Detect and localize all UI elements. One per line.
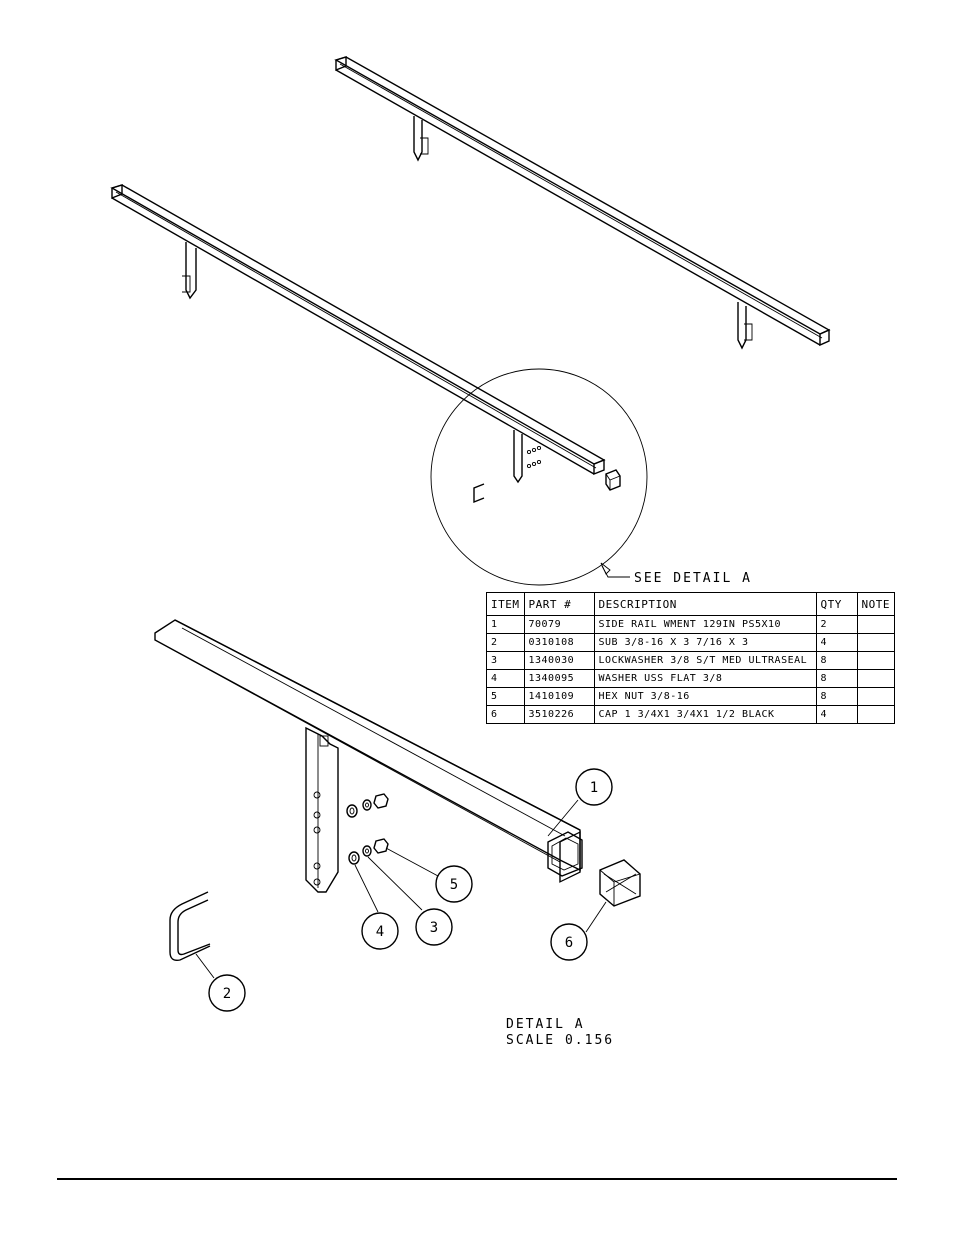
- bom-note: [856, 633, 895, 652]
- front-side-rail: [110, 184, 621, 504]
- end-cap-small: [605, 469, 621, 491]
- bom-item: 5: [486, 687, 525, 706]
- svg-text:3: 3: [430, 920, 438, 936]
- hex-nut: [373, 838, 389, 854]
- bom-header-description: DESCRIPTION: [593, 592, 817, 616]
- footer-rule: [57, 1178, 897, 1180]
- bom-header-note: NOTE: [856, 592, 895, 616]
- detail-scale: SCALE 0.156: [506, 1033, 615, 1048]
- svg-text:6: 6: [565, 935, 573, 951]
- balloon-1: 1: [575, 768, 613, 806]
- balloon-6: 6: [550, 923, 588, 961]
- u-bolt-small: [473, 483, 485, 504]
- lock-washer: [362, 845, 372, 857]
- hardware-set-upper: [346, 793, 389, 818]
- detail-rail-end: [547, 831, 583, 877]
- bom-description: LOCKWASHER 3/8 S/T MED ULTRASEAL: [593, 651, 817, 670]
- hardware-set-lower: [348, 838, 389, 865]
- bom-part: 1410109: [523, 687, 595, 706]
- bom-note: [856, 651, 895, 670]
- bom-row: 4 1340095 WASHER USS FLAT 3/8 8: [486, 669, 895, 688]
- see-detail-callout: SEE DETAIL A: [634, 571, 752, 586]
- detail-rail: [154, 619, 581, 883]
- bom-qty: 4: [815, 633, 858, 652]
- bom-item: 4: [486, 669, 525, 688]
- rear-side-rail: [334, 56, 831, 350]
- bom-description: WASHER USS FLAT 3/8: [593, 669, 817, 688]
- bom-part: 70079: [523, 615, 595, 634]
- bom-item: 2: [486, 633, 525, 652]
- balloon-3: 3: [415, 908, 453, 946]
- bom-qty: 8: [815, 651, 858, 670]
- balloon-5: 5: [435, 865, 473, 903]
- bom-part: 3510226: [523, 705, 595, 724]
- bom-item: 3: [486, 651, 525, 670]
- bom-qty: 2: [815, 615, 858, 634]
- svg-text:1: 1: [590, 780, 598, 796]
- bom-description: HEX NUT 3/8-16: [593, 687, 817, 706]
- detail-circle: [430, 368, 648, 586]
- bom-note: [856, 669, 895, 688]
- detail-caption: DETAIL A SCALE 0.156: [506, 1017, 614, 1049]
- bom-row: 3 1340030 LOCKWASHER 3/8 S/T MED ULTRASE…: [486, 651, 895, 670]
- bom-part: 1340030: [523, 651, 595, 670]
- bom-row: 6 3510226 CAP 1 3/4X1 3/4X1 1/2 BLACK 4: [486, 705, 895, 724]
- front-rail-bracket-1: [182, 242, 197, 300]
- bom-note: [856, 615, 895, 634]
- balloon-4: 4: [361, 912, 399, 950]
- rear-rail-bracket-2: [737, 302, 753, 350]
- u-bolt: [169, 891, 211, 962]
- bom-part: 1340095: [523, 669, 595, 688]
- bom-part: 0310108: [523, 633, 595, 652]
- flat-washer: [348, 851, 360, 865]
- svg-text:4: 4: [376, 924, 384, 940]
- bom-header-qty: QTY: [815, 592, 858, 616]
- bom-description: SUB 3/8-16 X 3 7/16 X 3: [593, 633, 817, 652]
- bom-row: 5 1410109 HEX NUT 3/8-16 8: [486, 687, 895, 706]
- bom-qty: 4: [815, 705, 858, 724]
- detail-bracket: [305, 726, 339, 893]
- bom-item: 6: [486, 705, 525, 724]
- bom-header-row: ITEM PART # DESCRIPTION QTY NOTE: [486, 592, 895, 616]
- balloon-2: 2: [208, 974, 246, 1012]
- bom-header-item: ITEM: [486, 592, 525, 616]
- svg-text:5: 5: [450, 877, 458, 893]
- bom-qty: 8: [815, 687, 858, 706]
- bom-note: [856, 705, 895, 724]
- end-cap: [599, 859, 641, 907]
- detail-title: DETAIL A: [506, 1017, 585, 1032]
- bom-item: 1: [486, 615, 525, 634]
- bom-header-part: PART #: [523, 592, 595, 616]
- bom-description: SIDE RAIL WMENT 129IN PS5X10: [593, 615, 817, 634]
- bom-qty: 8: [815, 669, 858, 688]
- bill-of-materials: ITEM PART # DESCRIPTION QTY NOTE 1 70079…: [486, 592, 895, 724]
- rear-rail-bracket-1: [413, 116, 429, 162]
- svg-text:2: 2: [223, 986, 231, 1002]
- bom-note: [856, 687, 895, 706]
- bom-description: CAP 1 3/4X1 3/4X1 1/2 BLACK: [593, 705, 817, 724]
- front-rail-bracket-2: [513, 430, 542, 484]
- bom-row: 1 70079 SIDE RAIL WMENT 129IN PS5X10 2: [486, 615, 895, 634]
- bom-row: 2 0310108 SUB 3/8-16 X 3 7/16 X 3 4: [486, 633, 895, 652]
